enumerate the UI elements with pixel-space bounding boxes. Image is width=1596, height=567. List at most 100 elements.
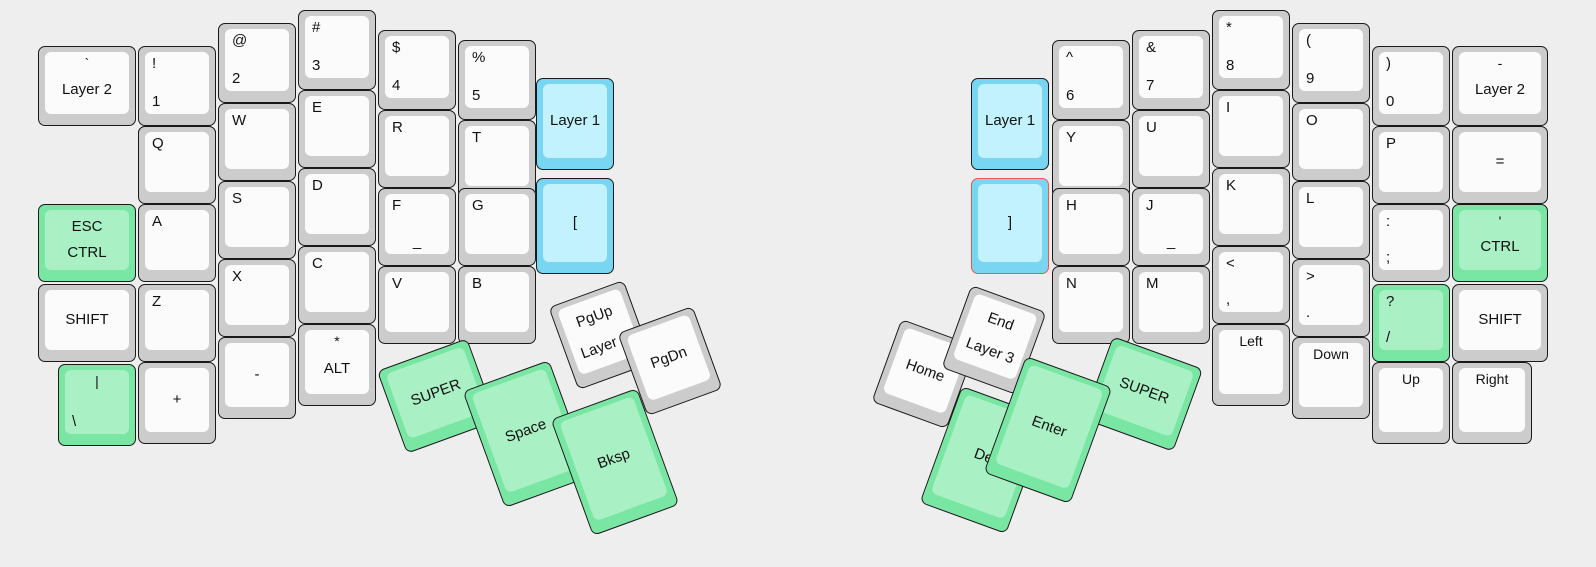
keycap-surface: H — [1059, 194, 1123, 254]
keycap-surface: &7 — [1139, 36, 1203, 98]
key-legend-top: Left — [1239, 333, 1263, 349]
key-legend-top: L — [1306, 190, 1315, 207]
key-l-g[interactable]: G — [458, 188, 536, 266]
key-l-1[interactable]: !1 — [138, 46, 216, 126]
key-l-f[interactable]: F_ — [378, 188, 456, 266]
key-l-v[interactable]: V — [378, 266, 456, 344]
key-l-layer1[interactable]: Layer 1 — [536, 78, 614, 170]
key-l-pipe-bslash[interactable]: |\ — [58, 364, 136, 446]
keycap-surface: $4 — [385, 36, 449, 98]
key-l-minus[interactable]: - — [218, 337, 296, 419]
key-r-equal[interactable]: = — [1452, 126, 1548, 204]
key-l-e[interactable]: E — [298, 90, 376, 168]
key-r-shift[interactable]: SHIFT — [1452, 284, 1548, 362]
key-r-rbracket[interactable]: ] — [971, 178, 1049, 274]
key-r-6[interactable]: ^6 — [1052, 40, 1130, 120]
key-l-lbracket[interactable]: [ — [536, 178, 614, 274]
key-r-k[interactable]: K — [1212, 168, 1290, 246]
keycap-surface: ` Layer 2 — [45, 52, 129, 114]
key-r-7[interactable]: &7 — [1132, 30, 1210, 110]
key-r-n[interactable]: N — [1052, 266, 1130, 344]
key-r-9[interactable]: (9 — [1292, 23, 1370, 103]
key-r-0[interactable]: )0 — [1372, 46, 1450, 126]
key-r-slash[interactable]: ?/ — [1372, 284, 1450, 362]
keycap-surface: R — [385, 116, 449, 176]
key-legend-bottom: , — [1226, 291, 1231, 309]
key-r-minus-layer2[interactable]: -Layer 2 — [1452, 46, 1548, 126]
key-legend-bottom: 2 — [232, 70, 241, 88]
keycap-surface: E — [305, 96, 369, 156]
key-legend-top: ` — [84, 55, 90, 71]
keycap-surface: -Layer 2 — [1459, 52, 1541, 114]
key-r-h[interactable]: H — [1052, 188, 1130, 266]
keycap-surface: ?/ — [1379, 290, 1443, 350]
key-legend-bottom: 8 — [1226, 57, 1235, 75]
key-r-period[interactable]: >. — [1292, 259, 1370, 337]
key-l-w[interactable]: W — [218, 103, 296, 181]
key-l-x[interactable]: X — [218, 259, 296, 337]
key-l-t[interactable]: T — [458, 120, 536, 198]
key-r-right[interactable]: Right — [1452, 362, 1532, 444]
key-legend-top: Y — [1066, 129, 1077, 146]
keycap-surface: ^6 — [1059, 46, 1123, 108]
key-l-grave-layer2[interactable]: ` Layer 2 — [38, 46, 136, 126]
key-l-3[interactable]: #3 — [298, 10, 376, 90]
key-r-u[interactable]: U — [1132, 110, 1210, 188]
key-legend-top: : — [1386, 213, 1391, 230]
key-legend-top: ( — [1306, 32, 1311, 49]
keycap-surface: + — [145, 368, 209, 432]
key-legend-bottom: / — [1386, 329, 1391, 347]
key-l-r[interactable]: R — [378, 110, 456, 188]
key-legend-top: < — [1226, 255, 1235, 272]
key-l-q[interactable]: Q — [138, 126, 216, 204]
key-l-5[interactable]: %5 — [458, 40, 536, 120]
key-r-i[interactable]: I — [1212, 90, 1290, 168]
keycap-surface: Right — [1459, 368, 1525, 432]
key-l-shift[interactable]: SHIFT — [38, 284, 136, 362]
key-r-semicolon[interactable]: :; — [1372, 204, 1450, 282]
key-r-y[interactable]: Y — [1052, 120, 1130, 198]
key-r-left[interactable]: Left — [1212, 324, 1290, 406]
keycap-surface: @2 — [225, 29, 289, 91]
key-legend-center: Layer 2 — [61, 81, 113, 99]
key-l-d[interactable]: D — [298, 168, 376, 246]
key-r-comma[interactable]: <, — [1212, 246, 1290, 324]
key-l-c[interactable]: C — [298, 246, 376, 324]
key-l-plus[interactable]: + — [138, 362, 216, 444]
key-legend-top: Up — [1402, 371, 1420, 387]
key-legend-top: | — [95, 373, 99, 389]
key-l-2[interactable]: @2 — [218, 23, 296, 103]
keycap-surface: SHIFT — [45, 290, 129, 350]
key-r-p[interactable]: P — [1372, 126, 1450, 204]
key-r-up[interactable]: Up — [1372, 362, 1450, 444]
key-l-4[interactable]: $4 — [378, 30, 456, 110]
key-legend-bottom: 6 — [1066, 87, 1075, 105]
key-l-b[interactable]: B — [458, 266, 536, 344]
keycap-surface: X — [225, 265, 289, 325]
key-l-s[interactable]: S — [218, 181, 296, 259]
key-legend-top: ! — [152, 55, 157, 72]
key-r-layer1[interactable]: Layer 1 — [971, 78, 1049, 170]
keycap-surface: T — [465, 126, 529, 186]
keycap-surface: - — [225, 343, 289, 407]
key-legend-top: * — [1226, 19, 1232, 36]
keycap-surface: *8 — [1219, 16, 1283, 78]
key-r-j[interactable]: J_ — [1132, 188, 1210, 266]
key-legend-center: - — [254, 366, 260, 384]
key-r-down[interactable]: Down — [1292, 337, 1370, 419]
key-r-o[interactable]: O — [1292, 103, 1370, 181]
key-r-8[interactable]: *8 — [1212, 10, 1290, 90]
key-r-l[interactable]: L — [1292, 181, 1370, 259]
key-r-m[interactable]: M — [1132, 266, 1210, 344]
key-l-alt[interactable]: *ALT — [298, 324, 376, 406]
key-legend-top: F — [392, 197, 402, 214]
keycap-surface: V — [385, 272, 449, 332]
keycap-surface: >. — [1299, 265, 1363, 325]
key-r-quote-ctrl[interactable]: 'CTRL — [1452, 204, 1548, 282]
key-l-a[interactable]: A — [138, 204, 216, 282]
key-l-z[interactable]: Z — [138, 284, 216, 362]
key-legend-top: > — [1306, 268, 1315, 285]
key-legend-top: K — [1226, 177, 1237, 194]
